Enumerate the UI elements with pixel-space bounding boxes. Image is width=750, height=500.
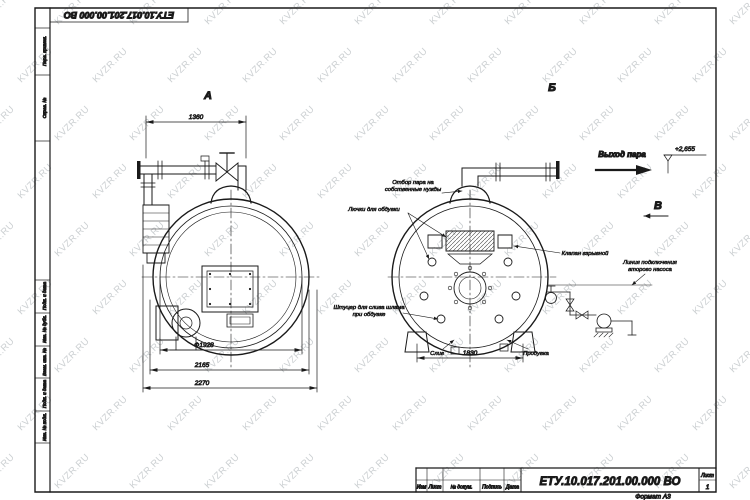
titleblock-col-doc: № докум. (450, 485, 472, 491)
format-label: Формат А3 (635, 494, 671, 500)
steam-outlet-label: Выход пара (598, 150, 646, 159)
dim-2165: 2165 (194, 362, 210, 369)
boiler-shell-inner (399, 206, 541, 348)
valve-icon (582, 311, 588, 319)
elevation-triangle-icon (664, 155, 672, 161)
titleblock-col-list: Лист (428, 485, 442, 491)
boiler-shell-outer (392, 199, 548, 355)
margin-stamp-label: Подп. и дата (42, 281, 47, 310)
elevation-value: +2,655 (675, 146, 695, 153)
hatches-label: Лючки для обдувки (347, 207, 400, 213)
blowdown-label: Продувка (523, 351, 549, 357)
steam-outlet-pipe (462, 161, 560, 186)
dim-1830: 1830 (463, 350, 478, 357)
dim-diameter: Ф1928 (194, 342, 214, 349)
sludge-drain-label: Штуцер для слива шлама (333, 305, 405, 311)
doc-number-top: ЕТУ.10.017.201.00.000 ВО (64, 10, 174, 20)
sheet-frame: ЕТУ.10.017.201.00.000 ВО Перв. примен. С… (35, 8, 716, 492)
margin-stamp-label: Справ. № (42, 98, 47, 119)
saddle-supports (405, 332, 535, 352)
steam-dome (211, 186, 251, 203)
rear-view-boiler: Б Выход пар (333, 82, 706, 368)
front-view-boiler: А (137, 90, 320, 392)
elevation-mark: +2,655 (664, 146, 706, 173)
second-pump-label: Линия подключения (622, 260, 677, 266)
drain-label: Слив (430, 351, 444, 357)
titleblock-col-izm: Изм (417, 485, 427, 491)
dim-1360: 1360 (189, 114, 204, 121)
sheet-label: Лист (700, 473, 714, 479)
view-b-label: Б (548, 82, 556, 94)
valve-icon (216, 163, 227, 181)
titleblock-col-date: Дата (505, 485, 519, 491)
front-view-dimensions: 1360 Ф1928 2165 2270 (143, 114, 317, 392)
rear-view-dimensions: 1830 (417, 344, 523, 362)
margin-stamp-label: Инв. № подл. (42, 413, 47, 441)
pressure-gauge-icon (546, 293, 557, 304)
annotations: Отбор пара на собственные нужды Лючки дл… (333, 180, 677, 358)
steam-own-needs-label: собственные нужды (385, 187, 442, 193)
sheet-number: 1 (706, 484, 710, 491)
economizer-stack (143, 205, 169, 263)
burner-opening (454, 272, 486, 304)
manhole-door (202, 266, 258, 327)
titleblock-col-sign: Подпись (482, 485, 502, 491)
feed-piping-pump (546, 285, 653, 337)
steam-outlet-arrow-icon (636, 165, 652, 175)
second-pump-label: второго насоса (628, 267, 672, 273)
valve-icon (576, 311, 582, 319)
titleblock-doc-number: ЕТУ.10.017.201.00.000 ВО (540, 476, 681, 488)
steam-dome (450, 186, 490, 203)
steam-pipe-front (137, 153, 246, 205)
valve-icon (227, 163, 238, 181)
steam-outlet-callout: Выход пара (596, 150, 652, 175)
view-v-label: В (654, 200, 662, 212)
margin-stamp-label: Взам. инв. № (42, 348, 47, 376)
dim-2270: 2270 (194, 380, 210, 387)
valve-icon (566, 299, 574, 305)
pump-icon (597, 314, 611, 328)
sludge-drain-label: при обдувке (353, 312, 387, 318)
view-a-label: А (203, 90, 212, 102)
margin-stamp-label: Инв. № дубл. (42, 315, 47, 343)
explosion-valve-label: Клапан взрывной (562, 250, 610, 257)
steam-own-needs-label: Отбор пара на (392, 180, 434, 186)
valve-icon (566, 305, 574, 311)
tube-sheet-internals (420, 231, 520, 354)
margin-stamp-label: Перв. примен. (42, 36, 47, 66)
title-block: Изм Лист № докум. Подпись Дата ЕТУ.10.01… (416, 468, 716, 500)
margin-stamp-label: Подп. и дата (42, 379, 47, 408)
view-v-callout: В (644, 200, 668, 219)
boiler-shell-outer (153, 199, 309, 355)
